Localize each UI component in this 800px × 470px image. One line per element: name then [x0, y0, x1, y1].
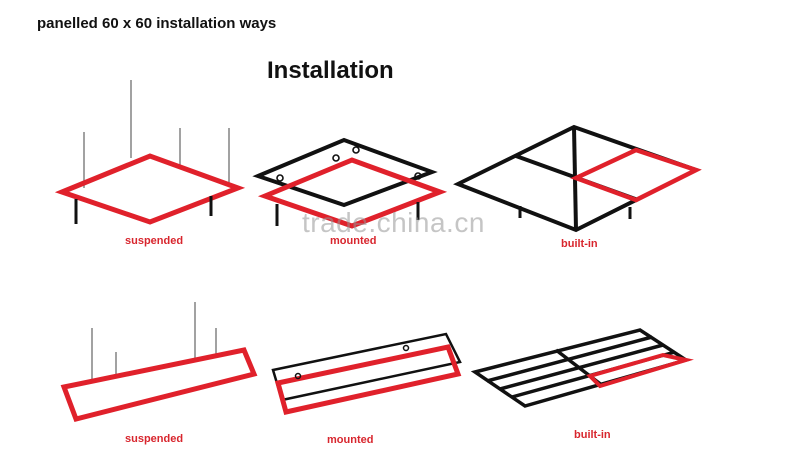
builtin-square-illustration [453, 124, 702, 233]
caption-builtin-rect: built-in [574, 429, 611, 441]
red-panel [257, 157, 448, 229]
red-panel [586, 352, 694, 389]
mounted-square-illustration [252, 137, 448, 229]
builtin-rect-illustration [470, 328, 694, 408]
mounting-clips [294, 344, 410, 380]
red-panel [570, 147, 702, 203]
caption-suspended-rect: suspended [125, 433, 184, 445]
suspended-rect-illustration [60, 302, 258, 422]
caption-suspended-square: suspended [125, 235, 184, 247]
suspension-wires [83, 80, 230, 188]
mounting-frame [271, 332, 462, 402]
panel-edge-shadow [74, 196, 213, 224]
red-panel [60, 347, 258, 422]
caption-mounted-rect: mounted [327, 434, 374, 446]
red-panel [54, 153, 246, 225]
caption-builtin-square: built-in [561, 238, 598, 250]
red-panel [274, 344, 462, 415]
mounted-rect-illustration [271, 332, 462, 415]
suspended-square-illustration [54, 80, 246, 225]
installation-title: Installation [267, 57, 394, 84]
suspension-wires [91, 302, 217, 382]
mounting-clips [276, 146, 422, 182]
mounting-frame [252, 137, 438, 208]
watermark: trade.china.cn [302, 207, 485, 238]
page-header: panelled 60 x 60 installation ways [37, 15, 277, 32]
caption-mounted-square: mounted [330, 235, 377, 247]
